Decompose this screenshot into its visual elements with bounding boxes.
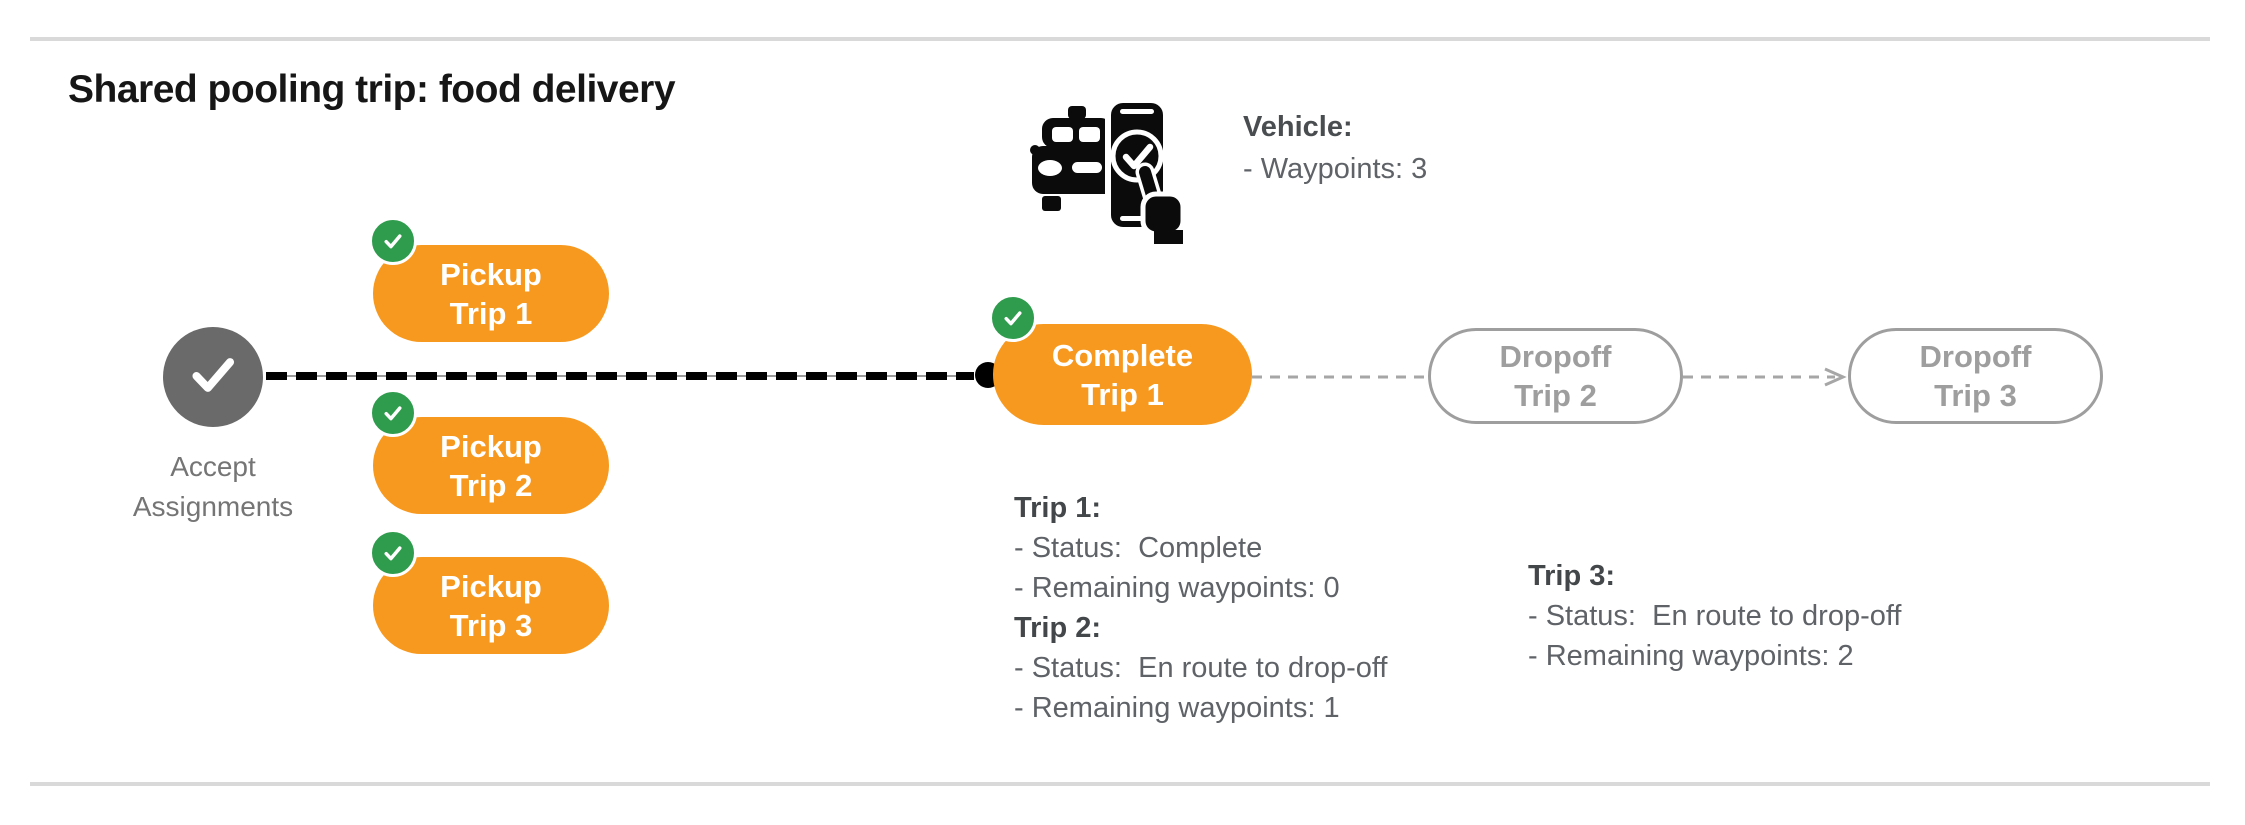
success-badge-check-icon (369, 217, 417, 265)
accept-assignments-node (163, 327, 263, 427)
assignment-dashed-line (266, 370, 974, 382)
trip-2-heading: Trip 2: (1014, 612, 1102, 644)
trip-3-waypoints: - Remaining waypoints: 2 (1528, 640, 1854, 672)
trip-status-left: Trip 1: - Status: Complete - Remaining w… (1014, 488, 1387, 728)
vehicle-info: Vehicle: - Waypoints: 3 (1243, 106, 1427, 190)
pickup-trip-1-node: Pickup Trip 1 (373, 245, 609, 342)
bottom-divider (30, 782, 2210, 786)
connector-complete-to-dropoff2 (1252, 365, 1428, 389)
success-badge-check-icon (369, 529, 417, 577)
trip-1-status: - Status: Complete (1014, 532, 1263, 564)
trip-1-heading: Trip 1: (1014, 492, 1102, 524)
connector-dropoff2-to-dropoff3 (1683, 365, 1848, 389)
dropoff-trip-2-node: Dropoff Trip 2 (1428, 328, 1683, 424)
page-title: Shared pooling trip: food delivery (68, 68, 676, 111)
success-badge-check-icon (989, 294, 1037, 342)
pickup-trip-3-node: Pickup Trip 3 (373, 557, 609, 654)
accept-assignments-label: Accept Assignments (132, 451, 294, 522)
success-badge-check-icon (369, 389, 417, 437)
trip-status-right: Trip 3: - Status: En route to drop-off -… (1528, 556, 1901, 676)
trip-1-waypoints: - Remaining waypoints: 0 (1014, 572, 1340, 604)
complete-trip-1-node: Complete Trip 1 (993, 324, 1252, 425)
pickup-trip-2-node: Pickup Trip 2 (373, 417, 609, 514)
trip-2-status: - Status: En route to drop-off (1014, 652, 1388, 684)
vehicle-phone-check-icon (1028, 94, 1192, 244)
trip-2-waypoints: - Remaining waypoints: 1 (1014, 692, 1340, 724)
trip-3-status: - Status: En route to drop-off (1528, 600, 1902, 632)
vehicle-heading: Vehicle: (1243, 111, 1353, 143)
arrowhead-icon (1824, 367, 1847, 387)
vehicle-waypoints: - Waypoints: 3 (1243, 153, 1428, 185)
top-divider (30, 37, 2210, 41)
check-icon (182, 344, 244, 411)
dropoff-trip-3-node: Dropoff Trip 3 (1848, 328, 2103, 424)
trip-3-heading: Trip 3: (1528, 560, 1616, 592)
